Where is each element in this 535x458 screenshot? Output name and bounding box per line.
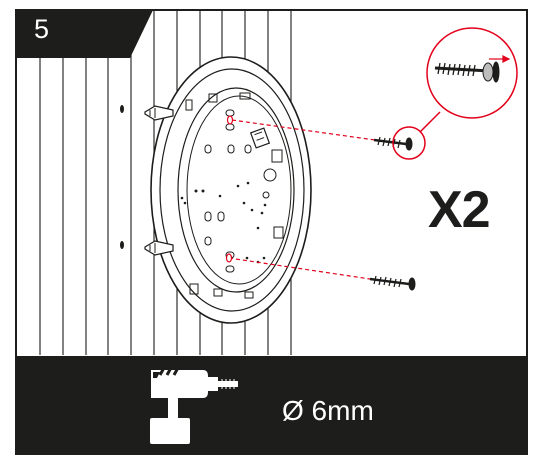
guide-holes bbox=[225, 115, 234, 263]
drill-icon bbox=[150, 365, 238, 444]
tool-panel bbox=[16, 356, 527, 454]
screw-detail-icon bbox=[434, 61, 500, 83]
screw-icon bbox=[369, 275, 416, 291]
rotation-arrow-icon bbox=[489, 55, 511, 63]
detail-callout bbox=[392, 27, 518, 160]
wall-plug-icon bbox=[144, 105, 174, 256]
screw-icon bbox=[373, 136, 413, 151]
step-number: 5 bbox=[34, 14, 50, 44]
quantity-label: X2 bbox=[428, 181, 491, 239]
drill-bit-size: Ø 6mm bbox=[282, 395, 374, 426]
terminal-block-icon bbox=[249, 127, 271, 149]
ceiling-holes bbox=[120, 105, 124, 249]
step-badge bbox=[16, 10, 153, 58]
ceiling-base-icon bbox=[150, 56, 312, 324]
alignment-guides bbox=[228, 119, 376, 280]
